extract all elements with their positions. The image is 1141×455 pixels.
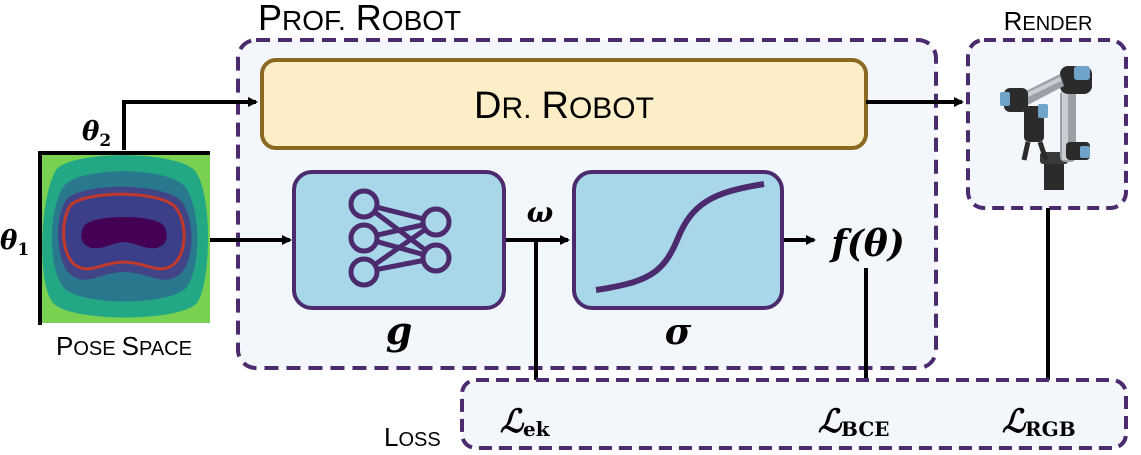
- arrow-theta2-to-dr-robot: [122, 97, 258, 150]
- neural-network-icon: [348, 188, 452, 288]
- network-symbol: g: [386, 308, 413, 353]
- loss-label: LOSS: [384, 422, 441, 452]
- theta1-label: θ1: [0, 226, 29, 260]
- loss-container: [460, 378, 1128, 450]
- theta2-label: θ2: [82, 117, 111, 151]
- output-label: f(θ): [828, 223, 905, 265]
- network-module: [292, 170, 506, 310]
- render-label: RENDER: [1004, 6, 1093, 36]
- sigmoid-curve-icon: [595, 181, 765, 293]
- omega-label: ω: [527, 196, 554, 229]
- pose-space-plot: [40, 153, 210, 323]
- robot-arm-render: [1000, 66, 1092, 190]
- dr-robot-label: DR.ROBOT: [474, 85, 654, 127]
- loss-term-bce: ℒBCE: [818, 402, 889, 441]
- loss-term-ek: ℒek: [500, 402, 551, 441]
- loss-term-rgb: ℒRGB: [1002, 402, 1076, 441]
- prof-robot-title: PROF.ROBOT: [258, 0, 461, 38]
- sigmoid-symbol: σ: [665, 311, 692, 353]
